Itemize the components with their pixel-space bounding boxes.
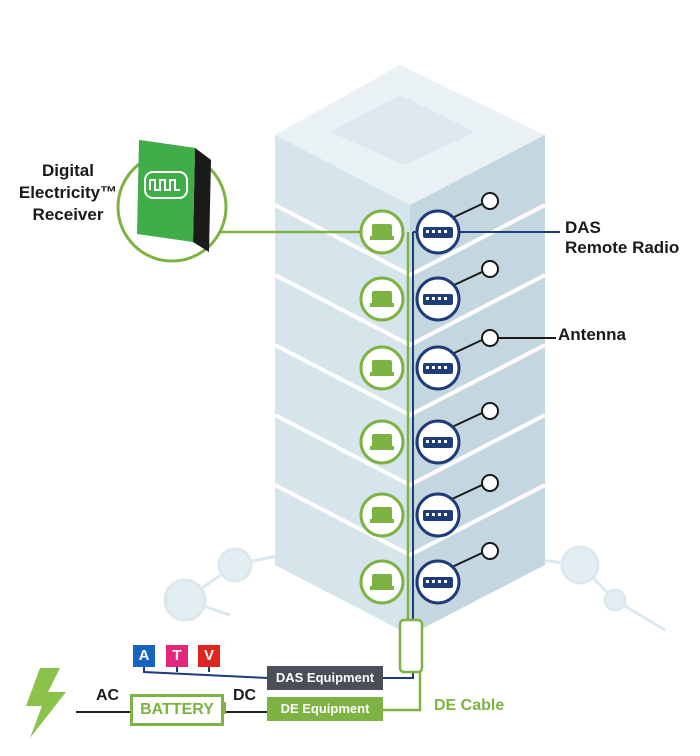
de-cable-conduit — [398, 618, 424, 674]
antenna-icon — [481, 402, 499, 420]
remote-radio-nodes — [415, 209, 461, 605]
receiver-label-line-1: Digital — [42, 161, 94, 180]
remote-radio-icon — [415, 209, 461, 255]
background-network — [163, 545, 666, 632]
receiver-label-line-3: Receiver — [32, 205, 104, 224]
receiver-callout — [116, 140, 228, 263]
signal-tag-v: V — [198, 645, 220, 667]
antennas — [451, 192, 556, 568]
signal-tag-a: A — [133, 645, 155, 667]
remote-radio-icon — [415, 559, 461, 605]
das-label-line-1: DAS — [565, 218, 601, 237]
das-equipment-box: DAS Equipment — [267, 666, 383, 690]
antenna-label: Antenna — [558, 325, 626, 344]
antenna-icon — [481, 542, 499, 560]
de-cable — [207, 230, 422, 712]
ac-label: AC — [96, 687, 120, 704]
antenna-icon — [481, 329, 499, 347]
building — [274, 65, 546, 635]
receiver-label-line-2: Electricity™ — [18, 183, 118, 202]
remote-radio-icon — [415, 276, 461, 322]
receiver-label: Digital Electricity™ Receiver — [8, 160, 128, 226]
remote-radio-icon — [415, 345, 461, 391]
remote-radio-icon — [415, 492, 461, 538]
antenna-icon — [481, 474, 499, 492]
receiver-device-icon — [137, 140, 211, 252]
signal-tag-t: T — [166, 645, 188, 667]
dc-label: DC — [233, 687, 257, 704]
battery-terminal — [221, 702, 226, 714]
remote-radio-icon — [415, 419, 461, 465]
de-cable-label: DE Cable — [434, 697, 505, 714]
receiver-nodes — [359, 209, 405, 605]
antenna-icon — [481, 260, 499, 278]
das-remote-radio-label: DAS Remote Radio — [565, 218, 679, 258]
battery-box: BATTERY — [130, 694, 224, 726]
lightning-bolt-icon — [26, 668, 66, 738]
antenna-icon — [481, 192, 499, 210]
das-label-line-2: Remote Radio — [565, 238, 680, 257]
de-equipment-box: DE Equipment — [267, 697, 383, 721]
